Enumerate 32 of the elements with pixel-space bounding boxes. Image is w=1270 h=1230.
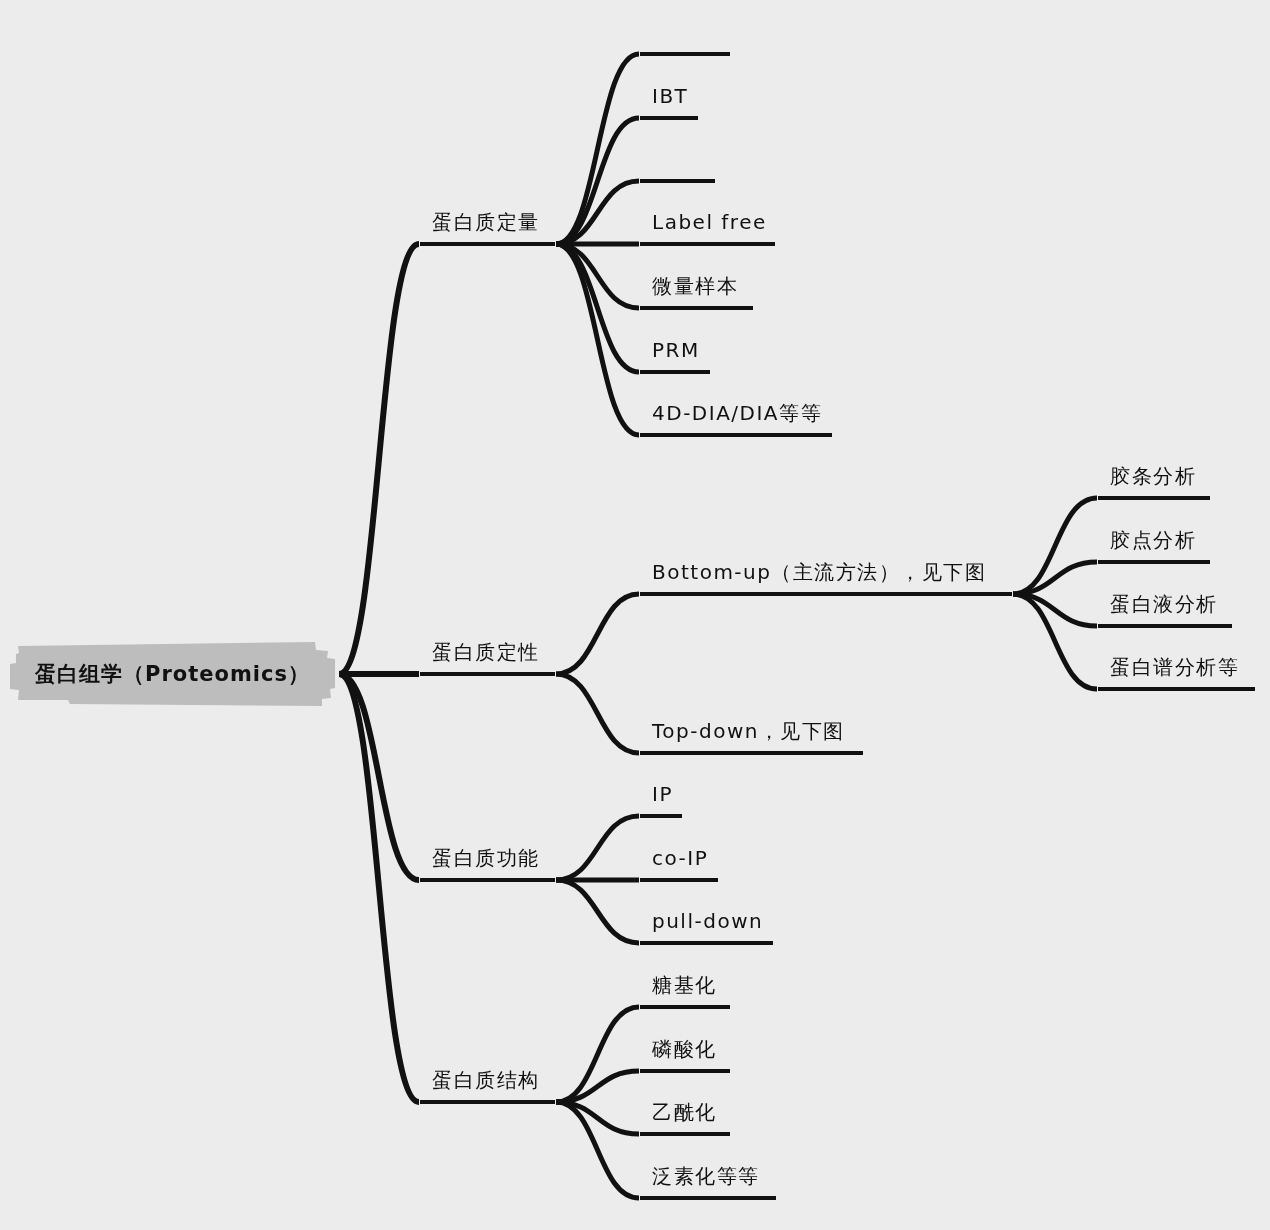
branch-line (1012, 559, 1098, 597)
underlined-topic: 蛋白谱分析等 (1098, 647, 1255, 691)
underlined-topic: 泛素化等等 (640, 1156, 776, 1200)
root-topic-box: 蛋白组学（Proteomics） (10, 642, 335, 706)
underline (640, 52, 730, 56)
underlined-topic: 蛋白液分析 (1098, 584, 1232, 628)
underlined-topic: 4D-DIA/DIA等等 (640, 393, 832, 437)
underlined-topic: 胶点分析 (1098, 520, 1210, 564)
underlined-topic: 蛋白质定量 (420, 202, 555, 246)
underlined-topic: IP (640, 774, 682, 818)
branch-line (1012, 591, 1098, 692)
underlined-topic: 蛋白质定性 (420, 632, 555, 676)
underlined-topic: pull-down (640, 901, 773, 945)
underlined-topic: Top-down，见下图 (640, 711, 863, 755)
underlined-topic: IBT (640, 76, 698, 120)
branch-line (555, 1099, 640, 1201)
underlined-topic: Bottom-up（主流方法），见下图 (640, 552, 1012, 596)
branch-line (555, 1068, 640, 1105)
underlined-topic: 磷酸化 (640, 1029, 730, 1073)
underlined-topic: 微量样本 (640, 266, 753, 310)
underlined-topic: 糖基化 (640, 965, 730, 1009)
branch-line (555, 591, 640, 677)
underlined-topic: 胶条分析 (1098, 456, 1210, 500)
underlined-topic: 蛋白质结构 (420, 1060, 555, 1104)
branch-line (555, 671, 640, 756)
underlined-topic: co-IP (640, 838, 718, 882)
branch-line (555, 877, 640, 946)
underline (640, 179, 715, 183)
underlined-topic: 乙酰化 (640, 1092, 730, 1136)
underlined-topic: Label free (640, 202, 775, 246)
underlined-topic: PRM (640, 330, 710, 374)
underlined-topic: 蛋白质功能 (420, 838, 555, 882)
